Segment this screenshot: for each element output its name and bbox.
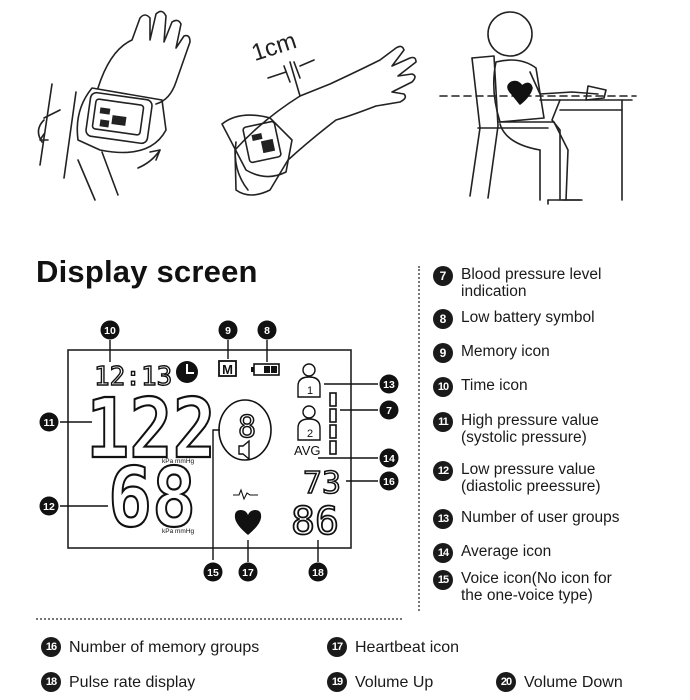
legend-number: 18 bbox=[41, 672, 61, 692]
usage-illustrations: 1cm bbox=[37, 10, 637, 205]
svg-text:14: 14 bbox=[383, 453, 395, 465]
svg-text:8: 8 bbox=[238, 410, 256, 445]
clock-icon bbox=[176, 361, 198, 383]
systolic-value: 122 bbox=[86, 382, 216, 477]
legend-text-line: (diastolic preessure) bbox=[461, 478, 601, 495]
wrist-cuff-wrapping-illustration bbox=[37, 10, 191, 201]
svg-text:1: 1 bbox=[307, 385, 313, 397]
legend-item: 13 Number of user groups bbox=[433, 509, 620, 529]
user-group-1-icon: 1 bbox=[297, 363, 321, 398]
bottom-legend-item: 17 Heartbeat icon bbox=[327, 637, 459, 657]
time-display: 12:13 bbox=[94, 362, 172, 392]
lcd-frame bbox=[67, 349, 352, 549]
svg-text:2: 2 bbox=[307, 428, 313, 440]
legend-text-line: Number of user groups bbox=[461, 509, 620, 526]
legend-item: 9 Memory icon bbox=[433, 343, 550, 363]
legend-number: 15 bbox=[433, 570, 453, 590]
legend-number: 7 bbox=[433, 266, 453, 286]
callout-markers: 10 9 8 11 12 13 7 14 16 15 17 18 bbox=[39, 320, 399, 582]
bottom-legend-item: 18 Pulse rate display bbox=[41, 672, 195, 692]
svg-text:10: 10 bbox=[104, 325, 116, 337]
legend-number: 8 bbox=[433, 309, 453, 329]
svg-text:16: 16 bbox=[383, 476, 395, 488]
memory-icon: M bbox=[218, 360, 237, 377]
legend-number: 13 bbox=[433, 509, 453, 529]
legend-text-line: Low battery symbol bbox=[461, 309, 595, 326]
legend-text-line: Average icon bbox=[461, 543, 552, 560]
low-battery-icon bbox=[251, 363, 280, 376]
legend-text-line: Blood pressure level bbox=[461, 266, 602, 283]
legend-text-line: Heartbeat icon bbox=[355, 638, 460, 656]
legend-number: 10 bbox=[433, 377, 453, 397]
diastolic-value: 68 bbox=[108, 451, 196, 546]
legend-text-line: the one-voice type) bbox=[461, 587, 593, 604]
bottom-legend-item: 20 Volume Down bbox=[496, 672, 623, 692]
legend-number: 12 bbox=[433, 461, 453, 481]
legend-text-line: Number of memory groups bbox=[69, 638, 260, 656]
diastolic-unit: kPa mmHg bbox=[162, 528, 195, 535]
legend-number: 19 bbox=[327, 672, 347, 692]
legend-text-line: Volume Down bbox=[524, 673, 623, 691]
legend-item: 14 Average icon bbox=[433, 543, 551, 563]
user-group-2-icon: 2 bbox=[297, 405, 321, 441]
legend-text-line: Memory icon bbox=[461, 343, 550, 360]
legend-number: 20 bbox=[496, 672, 516, 692]
svg-text:9: 9 bbox=[225, 325, 231, 337]
heart-level-marker bbox=[507, 80, 533, 105]
legend-number: 17 bbox=[327, 637, 347, 657]
legend-text-line: High pressure value bbox=[461, 412, 599, 429]
voice-icon: 8 bbox=[218, 399, 272, 461]
legend-text-line: indication bbox=[461, 283, 527, 300]
heartbeat-icon bbox=[233, 488, 262, 535]
display-screen-diagram: .lcd-frame { fill: none; stroke: #222; s… bbox=[39, 320, 399, 582]
legend-text-line: Voice icon(No icon for bbox=[461, 570, 612, 587]
bottom-legend-item: 19 Volume Up bbox=[327, 672, 433, 692]
memory-groups-value: 73 bbox=[303, 466, 341, 501]
svg-text:18: 18 bbox=[312, 567, 324, 579]
legend-number: 11 bbox=[433, 412, 453, 432]
seated-posture-illustration bbox=[439, 11, 637, 205]
svg-text:7: 7 bbox=[386, 405, 392, 417]
vertical-divider bbox=[418, 266, 420, 611]
legend-text-line: Pulse rate display bbox=[69, 673, 196, 691]
legend-text-line: Volume Up bbox=[355, 673, 434, 691]
pressure-level-bars bbox=[329, 392, 337, 455]
legend-number: 14 bbox=[433, 543, 453, 563]
one-cm-placement-illustration bbox=[221, 45, 417, 196]
svg-text:M: M bbox=[222, 362, 233, 377]
legend-item: 12 Low pressure value(diastolic preessur… bbox=[433, 461, 601, 495]
page-title: Display screen bbox=[36, 254, 258, 289]
legend-text-line: (systolic pressure) bbox=[461, 429, 587, 446]
average-icon: AVG bbox=[294, 443, 321, 458]
svg-text:12: 12 bbox=[43, 501, 55, 513]
svg-text:13: 13 bbox=[383, 379, 395, 391]
legend-text-line: Low pressure value bbox=[461, 461, 596, 478]
systolic-unit: kPa mmHg bbox=[162, 458, 195, 465]
legend-item: 10 Time icon bbox=[433, 377, 528, 397]
bottom-legend-item: 16 Number of memory groups bbox=[41, 637, 259, 657]
svg-text:17: 17 bbox=[242, 567, 254, 579]
horizontal-divider bbox=[36, 618, 402, 620]
pulse-value: 86 bbox=[291, 499, 339, 543]
legend-item: 11 High pressure value(systolic pressure… bbox=[433, 412, 599, 446]
legend-number: 16 bbox=[41, 637, 61, 657]
svg-text:8: 8 bbox=[264, 325, 270, 337]
svg-text:15: 15 bbox=[207, 567, 219, 579]
legend-text-line: Time icon bbox=[461, 377, 528, 394]
legend-item: 8 Low battery symbol bbox=[433, 309, 595, 329]
svg-text:11: 11 bbox=[43, 417, 54, 429]
legend-number: 9 bbox=[433, 343, 453, 363]
